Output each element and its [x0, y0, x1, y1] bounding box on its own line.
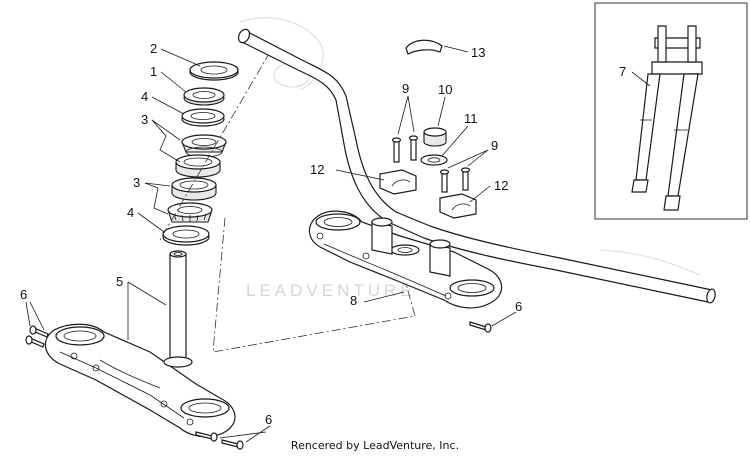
dust-seal-upper [181, 108, 225, 127]
callout-12: 12 [310, 162, 324, 177]
callout-10: 10 [438, 82, 452, 97]
steering-stem-tube [169, 250, 187, 359]
stem-cap [405, 39, 443, 55]
callout-9: 9 [491, 138, 498, 153]
callout-5: 5 [116, 274, 123, 289]
callout-6: 6 [20, 287, 27, 302]
lower-triple-clamp [44, 323, 236, 438]
credit-text: Rencered by LeadVenture, Inc. [290, 439, 460, 452]
callout-7: 7 [619, 64, 626, 79]
dust-seal-lower [162, 225, 210, 246]
bearing-lower [167, 202, 213, 223]
alignment-line [159, 51, 416, 353]
bearing-race-upper [175, 154, 221, 178]
callout-3: 3 [133, 175, 140, 190]
callout-2: 2 [150, 41, 157, 56]
callout-9: 9 [402, 81, 409, 96]
handlebar-clamp-right [439, 193, 477, 219]
upper-triple-clamp [308, 210, 503, 309]
handlebar-clamp-left [379, 169, 417, 195]
callout-6: 6 [265, 412, 272, 427]
bearing-race-lower [171, 177, 217, 201]
top-seal-ring [189, 61, 239, 81]
washer [420, 154, 448, 166]
clamp-bolts [391, 135, 471, 193]
screw-right [469, 321, 492, 333]
leader-lines [25, 45, 651, 443]
callout-13: 13 [471, 45, 485, 60]
handlebar [237, 28, 716, 304]
callout-8: 8 [350, 293, 357, 308]
callout-3: 3 [141, 112, 148, 127]
callout-11: 11 [464, 111, 478, 126]
screws-bottom [195, 431, 244, 450]
stem-top-nut [423, 127, 447, 147]
callout-4: 4 [141, 89, 148, 104]
bearing-upper [181, 134, 227, 158]
screws-left [25, 325, 49, 348]
watermark: LEADVENTURE [246, 281, 416, 300]
callout-1: 1 [150, 64, 157, 79]
callout-6: 6 [515, 299, 522, 314]
fork-inset [594, 2, 748, 220]
callout-12: 12 [494, 178, 508, 193]
steering-stem-assembly [162, 61, 239, 359]
ring-nut [183, 87, 225, 106]
callout-4: 4 [127, 205, 134, 220]
